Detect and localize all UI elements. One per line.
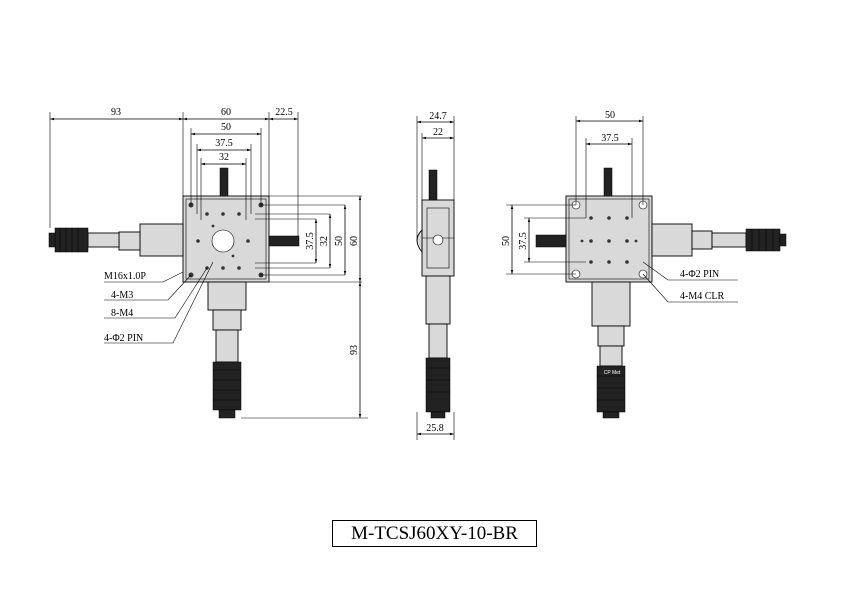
front-view: 93 60 50 37.5 32 22.5 37.5 32 50 60 93 M… [48,107,368,419]
dim-22-5: 22.5 [275,107,293,118]
dim-37-5-right: 37.5 [305,232,316,250]
dim-60-top: 60 [221,107,231,118]
center-hole [211,229,235,253]
back-dim-37-5-left: 37.5 [518,232,529,250]
dim-60-right: 60 [349,236,360,246]
lock-knob-top [219,167,229,197]
dim-24-7: 24.7 [429,111,447,122]
dim-37-5-top: 37.5 [215,138,233,149]
back-view: CP Met 50 37.5 50 37.5 4-Φ2 PIN 4-M4 CLR [501,110,787,419]
front-dimension-lines [49,112,368,419]
callout-m16: M16x1.0P [104,271,146,282]
callout-4-pin-back: 4-Φ2 PIN [680,269,719,280]
dim-32-top: 32 [219,152,229,163]
back-stage-body [565,195,653,283]
back-dim-50-top: 50 [605,110,615,121]
front-callout-leaders [104,261,214,344]
lock-knob-right [268,235,300,247]
micrometer-right [651,223,787,257]
micrometer-left [48,223,184,257]
dim-50-top: 50 [221,122,231,133]
dim-22: 22 [433,127,443,138]
callout-8-m4: 8-M4 [111,308,133,319]
dim-50-right: 50 [334,236,345,246]
dim-25-8: 25.8 [426,423,444,434]
brand-text: CP Met [604,370,621,376]
side-view: 24.7 22 25.8 [416,111,455,440]
dim-32-right: 32 [319,236,330,246]
micrometer-bottom [207,281,247,419]
dim-93-top: 93 [111,107,121,118]
micrometer-back-bottom: CP Met [591,281,631,419]
callout-4-pin-front: 4-Φ2 PIN [104,333,143,344]
model-number-label: M-TCSJ60XY-10-BR [332,520,537,547]
callout-4-m3: 4-M3 [111,290,133,301]
callout-4-m4-clr: 4-M4 CLR [680,291,725,302]
back-dim-50-left: 50 [501,236,512,246]
dim-93-right: 93 [349,345,360,355]
back-dim-37-5-top: 37.5 [601,133,619,144]
